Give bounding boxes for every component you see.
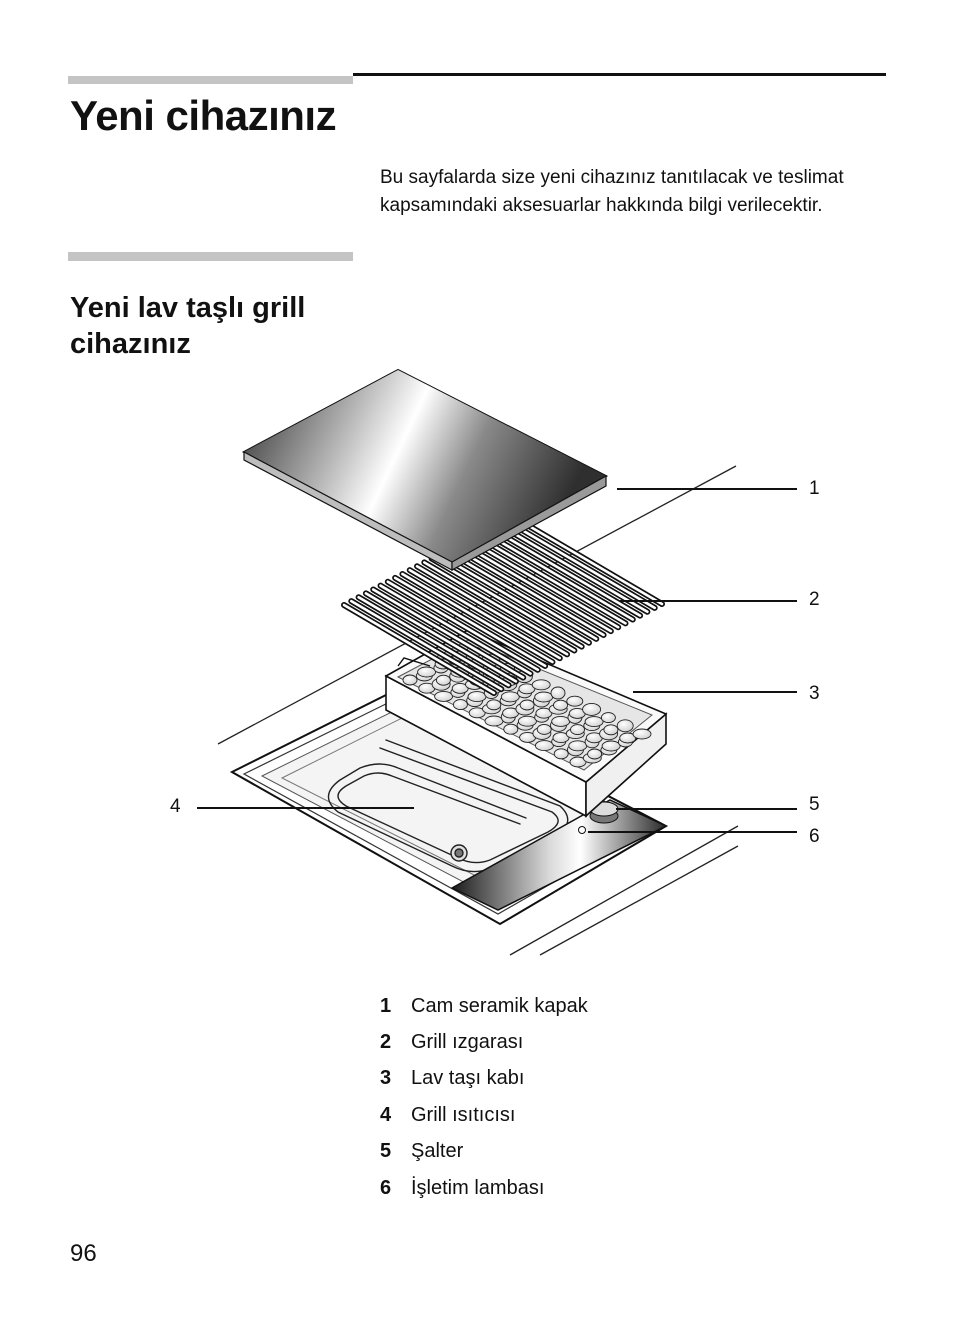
lava-stone [551,715,571,727]
lava-stone [519,699,535,711]
legend-number: 6 [380,1176,392,1199]
grate-bar [496,522,649,614]
lava-stone [435,674,451,686]
lava-stone [587,748,603,760]
legend-item: 1 Cam seramik kapak [380,988,588,1024]
lava-stone [616,719,634,733]
lava-stone [486,699,502,711]
legend-number: 4 [380,1103,392,1126]
lava-stone [500,691,520,703]
grate-bar [444,549,598,641]
legend-item: 2 Grill ızgarası [380,1024,588,1060]
callout-number: 5 [809,794,820,815]
legend-number: 5 [380,1140,392,1163]
lava-stone [582,702,602,716]
grate-bar [379,584,532,675]
glass-ceramic-lid [241,368,609,572]
operating-lamp [578,826,586,834]
grate-bar [364,592,518,683]
legend-item: 3 Lav taşı kabı [380,1061,588,1097]
lava-stone [417,666,437,678]
header-gray-rule [68,76,353,84]
lava-stone [600,712,616,724]
lava-stone [434,690,454,702]
lava-stone [603,724,619,736]
legend-label: Grill ısıtıcısı [411,1103,516,1126]
grate-bar [503,518,656,610]
lava-stone [534,691,554,703]
countertop-lines [217,465,739,956]
section-gray-rule [68,252,353,261]
legend-label: Cam seramik kapak [411,994,588,1017]
lava-stone [584,716,604,728]
lava-stone [550,686,566,700]
lava-stone [517,715,537,727]
legend-item: 4 Grill ısıtıcısı [380,1097,588,1133]
grate-bar [430,557,583,648]
grate-bar [350,599,503,691]
grill-exploded-diagram: 1 2 3 4 5 6 [170,368,820,956]
grate-bar [510,514,664,606]
lava-stone [484,715,504,727]
lava-stone [402,674,418,686]
legend-label: İşletim lambası [411,1176,545,1199]
grate-bar [415,565,569,656]
grate-bar [371,588,525,679]
lava-stone [534,740,554,752]
lava-stone [553,748,569,760]
lava-stone [601,740,621,752]
grate-bar [481,530,635,621]
page-title: Yeni cihazınız [70,92,337,139]
grate-bar [408,568,562,660]
header-black-rule [353,73,886,76]
callout-number: 3 [809,683,820,704]
legend-number: 3 [380,1067,392,1090]
section-title: Yeni lav taşlı grill cihazınız [70,292,306,360]
callout-number: 6 [809,826,820,847]
grate-bar [386,580,540,672]
legend-label: Grill ızgarası [411,1031,524,1054]
grate-bar [393,576,547,668]
intro-paragraph: Bu sayfalarda size yeni cihazınız tanıtı… [380,167,844,216]
lava-stone [467,691,487,703]
callout-lines [197,488,797,833]
lava-stone [570,724,585,736]
grill-grate [341,513,665,696]
lava-stone [568,740,588,752]
legend-number: 2 [380,1031,392,1054]
grate-bar [452,545,605,637]
lava-stone [531,679,551,691]
legend-label: Lav taşı kabı [411,1067,525,1090]
grate-bar [342,603,496,695]
grate-bar [437,553,591,644]
callout-number: 4 [170,796,181,817]
grate-bar [459,541,613,633]
grate-bar [401,572,554,664]
lava-stone [536,723,552,735]
grate-bar [474,534,627,625]
callout-number: 1 [809,478,820,499]
page-number: 96 [70,1240,97,1267]
control-panel [450,799,668,911]
legend-number: 1 [380,994,392,1017]
lava-stone [632,728,652,740]
parts-legend: 1 Cam seramik kapak 2 Grill ızgarası 3 Lav … [380,988,588,1206]
legend-label: Şalter [411,1140,464,1163]
callout-number: 2 [809,589,820,610]
switch-knob [589,801,619,824]
lava-stone [503,723,519,735]
lava-stone [553,699,568,711]
lava-stone [452,699,468,711]
grate-bar [357,595,510,687]
lava-stone [566,695,584,707]
legend-item: 6 İşletim lambası [380,1170,588,1206]
grate-bar [466,537,620,629]
grate-bar [488,526,642,617]
legend-item: 5 Şalter [380,1134,588,1170]
grate-bar [423,561,576,652]
